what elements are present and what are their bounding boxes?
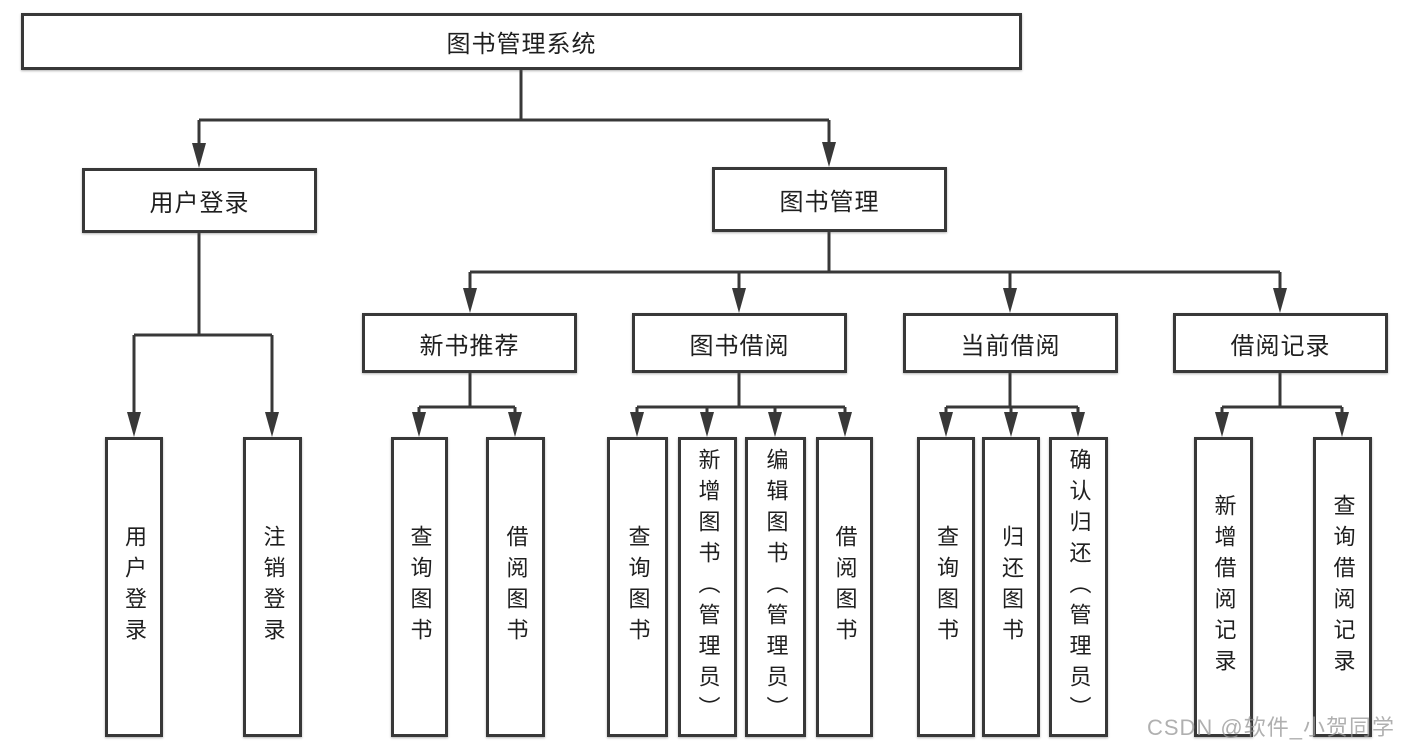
leaf-newbook-borrow-label: 借阅图书 (503, 525, 529, 649)
node-current-borrow: 当前借阅 (903, 313, 1118, 373)
leaf-bookborrow-borrow-label: 借阅图书 (832, 525, 858, 649)
leaf-record-query-label: 查询借阅记录 (1330, 494, 1356, 680)
node-new-book-rec: 新书推荐 (362, 313, 577, 373)
node-borrow-record-label: 借阅记录 (1230, 332, 1331, 360)
leaf-current-query-label: 查询图书 (934, 525, 959, 649)
node-current-borrow-label: 当前借阅 (960, 332, 1061, 360)
node-root-label: 图书管理系统 (446, 31, 597, 58)
leaf-current-confirm: 确认归还（管理员） (1049, 437, 1108, 737)
node-book-borrow-label: 图书借阅 (689, 332, 790, 360)
node-borrow-record: 借阅记录 (1173, 313, 1388, 373)
leaf-logout: 注销登录 (243, 437, 302, 737)
node-book-mgmt-label: 图书管理 (779, 189, 880, 216)
node-new-book-rec-label: 新书推荐 (419, 332, 520, 360)
leaf-newbook-query: 查询图书 (391, 437, 448, 737)
leaf-bookborrow-add: 新增图书（管理员） (678, 437, 737, 737)
leaf-bookborrow-add-label: 新增图书（管理员） (695, 447, 721, 727)
node-root: 图书管理系统 (21, 13, 1022, 70)
leaf-newbook-borrow: 借阅图书 (486, 437, 545, 737)
leaf-newbook-query-label: 查询图书 (407, 525, 433, 649)
leaf-current-confirm-label: 确认归还（管理员） (1066, 447, 1092, 727)
leaf-user-login-label: 用户登录 (122, 525, 147, 649)
arrowheads (127, 142, 1349, 437)
node-user-login: 用户登录 (82, 168, 317, 233)
node-user-login-label: 用户登录 (149, 190, 250, 217)
leaf-record-add: 新增借阅记录 (1194, 437, 1253, 737)
node-book-mgmt: 图书管理 (712, 167, 947, 232)
leaf-user-login: 用户登录 (105, 437, 163, 737)
leaf-bookborrow-edit: 编辑图书（管理员） (745, 437, 806, 737)
leaf-current-return: 归还图书 (982, 437, 1040, 737)
leaf-current-return-label: 归还图书 (999, 525, 1024, 649)
leaf-bookborrow-query-label: 查询图书 (625, 525, 651, 649)
leaf-bookborrow-query: 查询图书 (607, 437, 668, 737)
leaf-bookborrow-borrow: 借阅图书 (816, 437, 873, 737)
leaf-record-add-label: 新增借阅记录 (1211, 494, 1237, 680)
leaf-current-query: 查询图书 (917, 437, 975, 737)
leaf-record-query: 查询借阅记录 (1313, 437, 1372, 737)
leaf-bookborrow-edit-label: 编辑图书（管理员） (763, 447, 789, 727)
leaf-logout-label: 注销登录 (260, 525, 286, 649)
node-book-borrow: 图书借阅 (632, 313, 847, 373)
